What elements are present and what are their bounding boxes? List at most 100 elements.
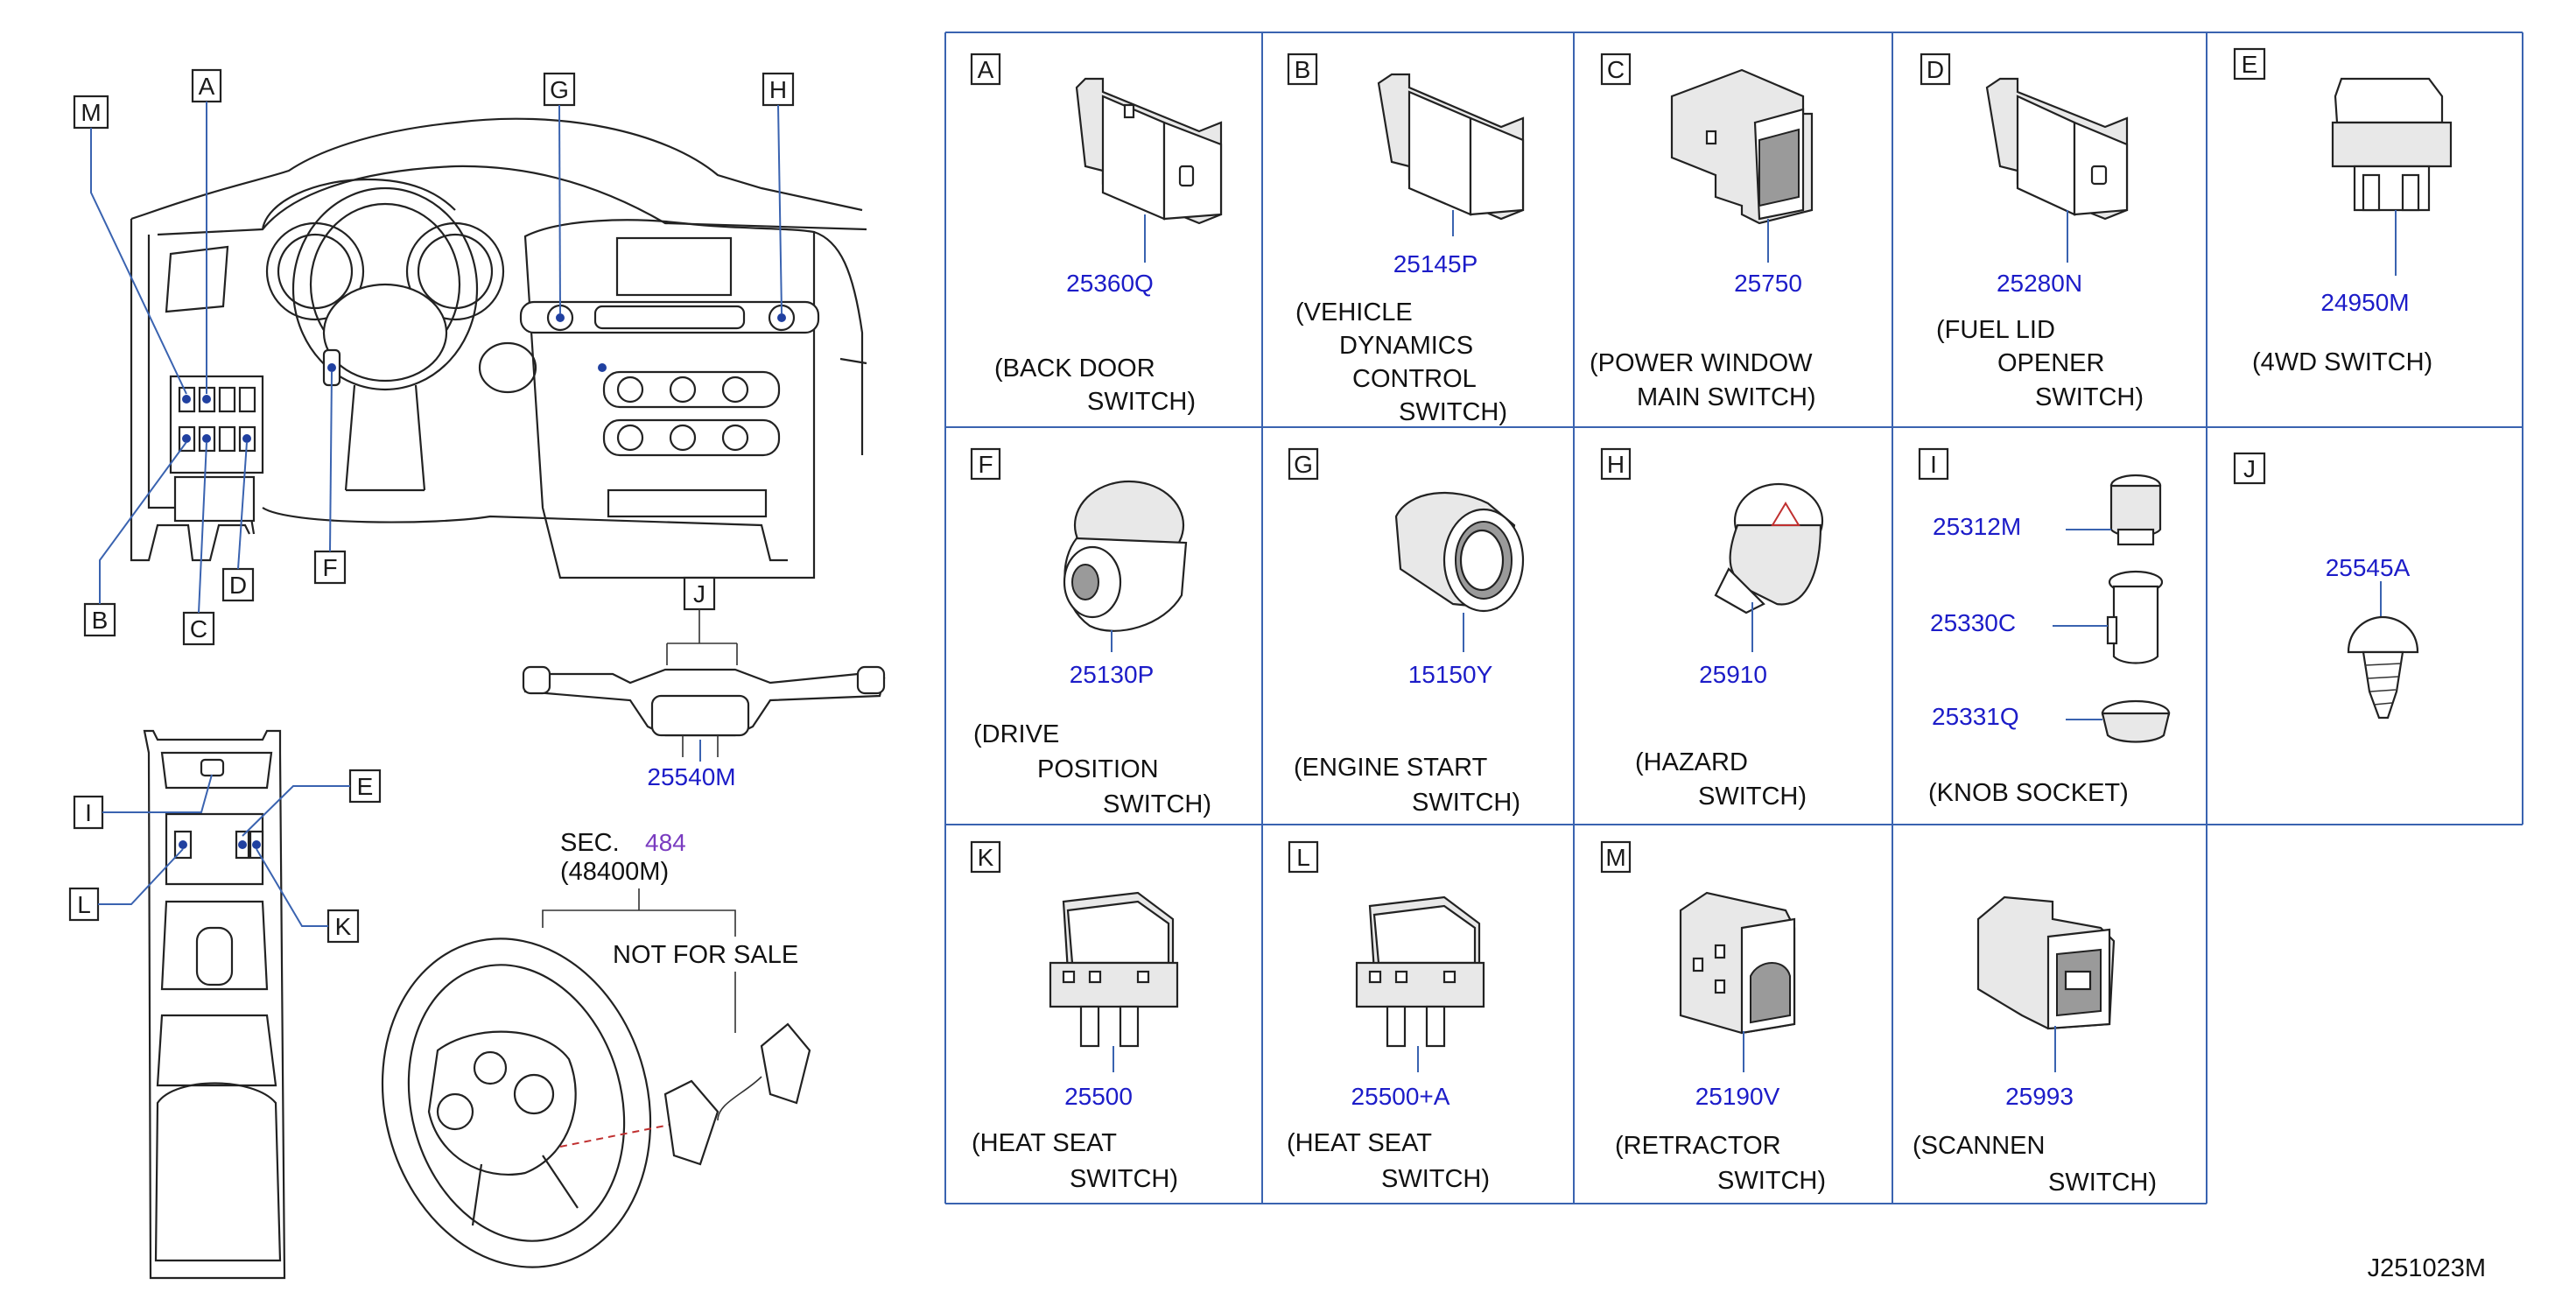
cell-a-part-number: 25360Q [1066,270,1154,297]
cell-e-desc-line1: (4WD SWITCH) [2252,348,2432,376]
cell-f-part-number: 25130P [1070,661,1155,688]
steering-wheel-illustration: SEC. 484 (48400M) NOT FOR SALE [381,829,811,1268]
callout-k: K [335,913,352,940]
cell-a-desc-line1: (BACK DOOR [994,355,1155,383]
cell-scannen-part-number: 25993 [2005,1083,2074,1110]
cell-m-part-number: 25190V [1695,1083,1780,1110]
cell-i-part-number-1: 25312M [1933,513,2021,540]
cell-e-letter: E [2242,51,2258,78]
cell-b-desc-line1: (VEHICLE [1295,298,1413,327]
left-switch-cells [178,386,256,453]
combination-switch-illustration: J 25540M [522,576,886,790]
cell-scannen-desc-line2: SWITCH) [2048,1169,2157,1197]
heat-seat-switch-l-drawing [1355,895,1485,1048]
cell-g-part-number: 15150Y [1408,661,1493,688]
cell-i-letter: I [1930,451,1937,478]
callout-d: D [229,572,247,599]
cell-j: J 25545A [2233,452,2419,720]
dashboard-illustration [130,117,867,579]
cell-d-part-number: 25280N [1997,270,2082,297]
cell-b-part-number: 25145P [1393,250,1478,277]
cell-h-desc-line1: (HAZARD [1635,748,1748,776]
cell-a: A 25360Q (BACK DOOR SWITCH) [970,53,1223,416]
cell-k-part-number: 25500 [1064,1083,1133,1110]
cell-scannen: 25993 (SCANNEN SWITCH) [1913,895,2157,1197]
cell-c: C 25750 (POWER WINDOW MAIN SWITCH) [1590,53,1816,411]
cell-b-letter: B [1295,56,1311,83]
cell-g-desc-line1: (ENGINE START [1294,754,1488,782]
cell-k: K 25500 (HEAT SEAT SWITCH) [970,840,1179,1193]
sec-label: SEC. [560,829,620,857]
cell-k-letter: K [978,844,994,871]
cell-d: D 25280N (FUEL LID OPENER SWITCH) [1920,53,2144,411]
callout-box-j [683,576,716,611]
callout-m: M [81,99,101,126]
cell-k-desc-line1: (HEAT SEAT [972,1129,1117,1157]
cell-m-desc-line1: (RETRACTOR [1615,1132,1781,1160]
cell-g-letter: G [1294,451,1313,478]
callout-j: J [693,580,705,607]
callout-l: L [77,891,91,918]
hazard-switch-drawing [1714,482,1824,614]
cell-f-desc-line1: (DRIVE [973,720,1059,748]
fuel-lid-switch-drawing [1985,77,2129,221]
cell-l-desc-line1: (HEAT SEAT [1287,1129,1432,1157]
cell-f-desc-line3: SWITCH) [1103,790,1211,818]
retractor-switch-drawing [1679,891,1796,1035]
cell-g-desc-line2: SWITCH) [1412,789,1520,817]
cell-m-desc-line2: SWITCH) [1717,1167,1826,1195]
cell-l: L 25500+A (HEAT SEAT SWITCH) [1287,840,1490,1193]
callout-e: E [357,773,374,800]
cell-h: H 25910 (HAZARD SWITCH) [1600,447,1824,811]
cell-j-letter: J [2243,455,2256,482]
cell-d-letter: D [1927,56,1944,83]
cell-h-part-number: 25910 [1699,661,1767,688]
drive-position-switch-drawing [1063,480,1188,632]
cell-c-desc-line1: (POWER WINDOW [1590,349,1813,377]
cell-g: G 15150Y (ENGINE START SWITCH) [1288,447,1525,817]
cell-m-letter: M [1605,844,1625,871]
dashboard-callouts: A M B C D F G H [73,68,795,646]
cell-l-desc-line2: SWITCH) [1381,1165,1490,1193]
engine-start-switch-drawing [1394,491,1525,613]
cell-j-part-number: 25545A [2326,554,2411,581]
cell-c-desc-line2: MAIN SWITCH) [1637,383,1816,411]
cell-h-letter: H [1607,451,1625,478]
cell-c-letter: C [1607,56,1625,83]
callout-g: G [550,76,569,103]
center-console-illustration: I E L K [68,729,382,1280]
callout-i: I [85,799,92,826]
cell-b: B 25145P (VEHICLE DYNAMICS CONTROL SWITC… [1287,53,1525,426]
scannen-switch-drawing [1976,895,2116,1030]
cell-f-letter: F [978,451,993,478]
vdc-switch-drawing [1377,73,1525,221]
cell-f-desc-line2: POSITION [1037,755,1159,783]
cell-l-part-number: 25500+A [1351,1083,1450,1110]
callout-box-h [762,72,795,107]
cell-d-desc-line2: OPENER [1997,349,2104,377]
power-window-switch-drawing [1670,68,1814,225]
cell-m: M 25190V (RETRACTOR SWITCH) [1600,840,1826,1195]
callout-b: B [92,607,109,634]
cell-k-desc-line2: SWITCH) [1070,1165,1178,1193]
cell-d-desc-line3: SWITCH) [2035,383,2144,411]
callout-h: H [769,76,787,103]
cell-b-desc-line4: SWITCH) [1399,398,1507,426]
back-door-switch-drawing [1075,77,1223,225]
cell-a-desc-line2: SWITCH) [1087,388,1196,416]
diagram-id: J251023M [2368,1254,2486,1282]
cell-i-part-number-2: 25330C [1930,609,2016,636]
combination-switch-part-number: 25540M [647,763,735,790]
heat-seat-switch-k-drawing [1049,891,1179,1048]
cell-e: E 24950M (4WD SWITCH) [2233,47,2453,376]
cell-e-part-number: 24950M [2320,289,2409,316]
cell-c-part-number: 25750 [1734,270,1802,297]
cell-f: F 25130P (DRIVE POSITION SWITCH) [970,447,1211,818]
cell-a-letter: A [978,56,994,83]
callout-box-d [221,567,255,602]
cell-b-desc-line2: DYNAMICS [1339,332,1473,360]
callout-box-b [83,602,116,637]
clip-drawing [2347,615,2419,720]
callout-box-a [191,68,222,103]
